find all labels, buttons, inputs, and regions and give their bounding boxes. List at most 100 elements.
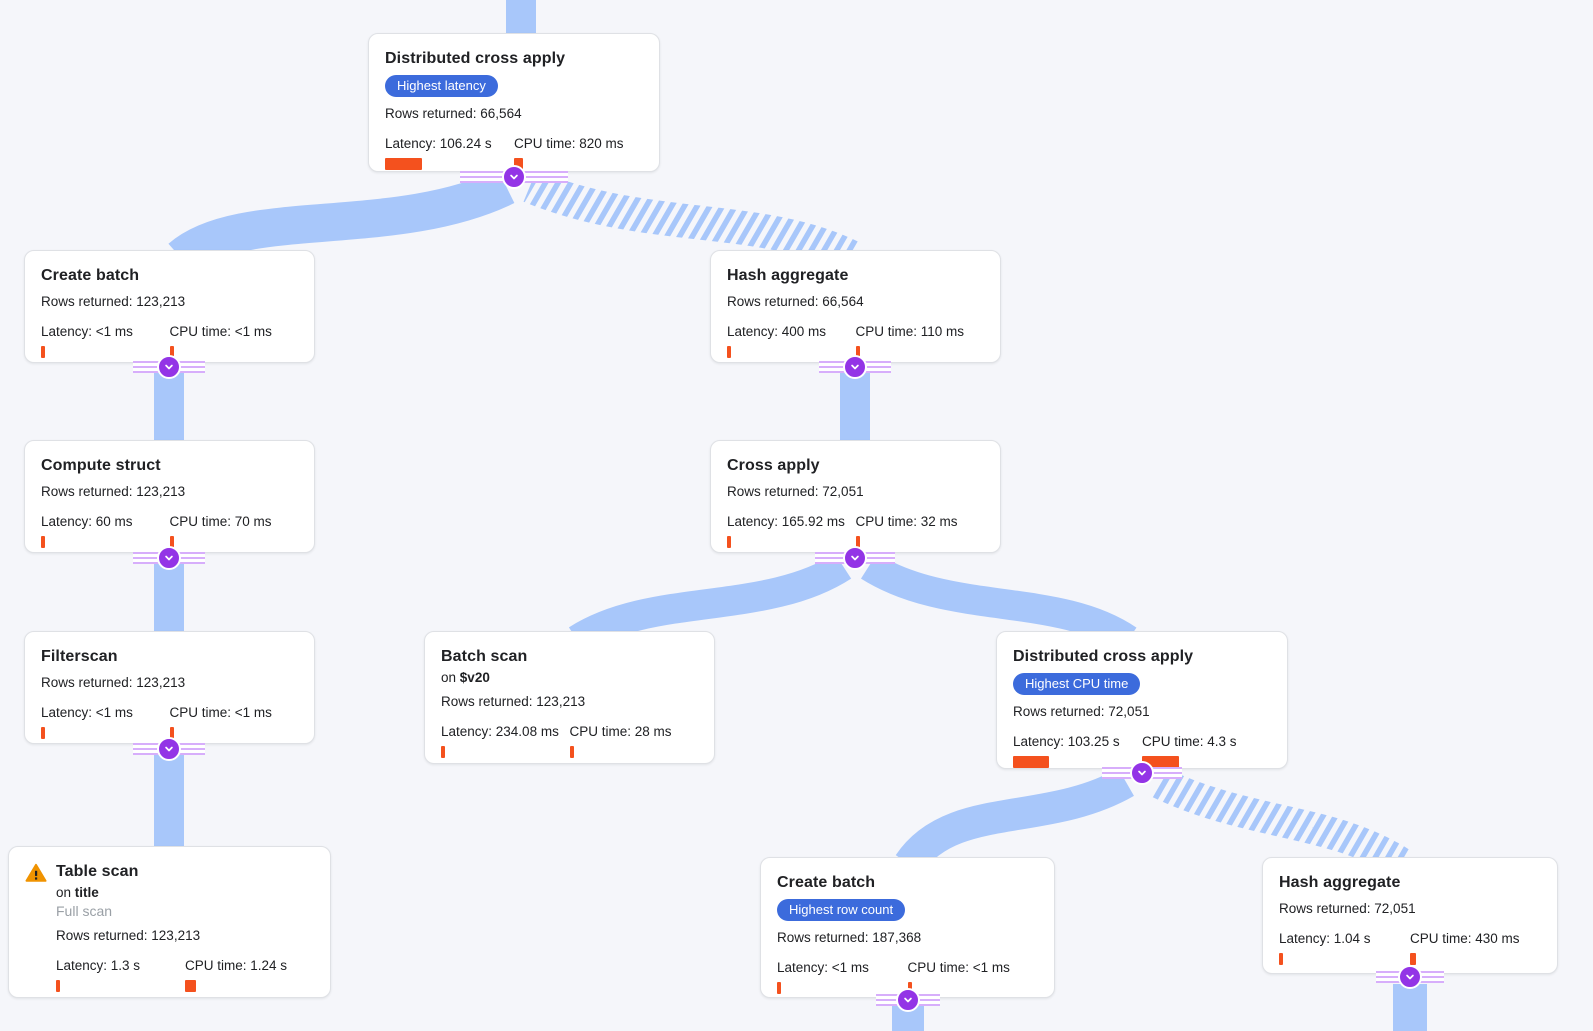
node-title: Batch scan (441, 648, 528, 665)
latency-label: Latency: 165.92 ms (727, 514, 845, 529)
node-body: Table scan on title Full scan Rows retur… (56, 861, 314, 992)
latency-label: Latency: 234.08 ms (441, 724, 559, 739)
cpu-metric: CPU time: <1 ms (169, 323, 299, 358)
chevron-down-icon[interactable] (502, 165, 526, 189)
node-metrics: Latency: 106.24 s CPU time: 820 ms (385, 135, 643, 170)
latency-label: Latency: <1 ms (41, 324, 133, 339)
cpu-time-bar (569, 746, 574, 758)
rows-returned: Rows returned: 123,213 (41, 294, 186, 309)
chevron-down-icon[interactable] (896, 988, 920, 1012)
connector-stripes-right (179, 743, 205, 755)
cpu-time-label: CPU time: 110 ms (855, 324, 965, 339)
expand-collapse-connector[interactable] (876, 988, 940, 1012)
chevron-down-icon[interactable] (157, 355, 181, 379)
latency-bar (1013, 756, 1049, 768)
latency-label: Latency: 60 ms (41, 514, 133, 529)
connector-stripes-right (918, 994, 940, 1006)
connector-stripes-left (815, 552, 845, 564)
expand-collapse-connector[interactable] (133, 355, 205, 379)
node-metrics: Latency: 1.04 s CPU time: 430 ms (1279, 930, 1541, 965)
latency-metric: Latency: 60 ms (41, 513, 170, 548)
chevron-down-icon[interactable] (1398, 965, 1422, 989)
cpu-time-label: CPU time: <1 ms (169, 324, 272, 339)
warning-icon (25, 861, 47, 992)
node-metrics: Latency: 60 ms CPU time: 70 ms (41, 513, 298, 548)
plan-node-create-batch-left[interactable]: Create batch Rows returned: 123,213 Late… (24, 250, 315, 363)
node-title: Compute struct (41, 457, 161, 474)
cpu-time-bar (169, 727, 174, 739)
plan-node-distributed-cross-apply-right[interactable]: Distributed cross apply Highest CPU time… (996, 631, 1288, 769)
cpu-time-bar (1410, 953, 1416, 965)
latency-metric: Latency: 106.24 s (385, 135, 514, 170)
chevron-down-icon[interactable] (843, 546, 867, 570)
cpu-time-bar (185, 980, 196, 992)
node-metrics: Latency: <1 ms CPU time: <1 ms (41, 704, 298, 739)
node-body: Create batch Highest row count Rows retu… (777, 872, 1038, 994)
plan-node-filterscan[interactable]: Filterscan Rows returned: 123,213 Latenc… (24, 631, 315, 744)
plan-node-table-scan[interactable]: Table scan on title Full scan Rows retur… (8, 846, 331, 998)
edge-distributed-cross-apply-right-to-hash-aggregate-bottom-striped (1150, 767, 1411, 878)
expand-collapse-connector[interactable] (460, 165, 568, 189)
expand-collapse-connector[interactable] (133, 737, 205, 761)
node-body: Hash aggregate Rows returned: 66,564 Lat… (727, 265, 984, 358)
node-note: Full scan (56, 903, 113, 919)
node-metrics: Latency: <1 ms CPU time: <1 ms (41, 323, 298, 358)
plan-node-hash-aggregate-bottom[interactable]: Hash aggregate Rows returned: 72,051 Lat… (1262, 857, 1558, 974)
node-title: Create batch (777, 874, 876, 891)
cpu-time-bar (514, 158, 523, 170)
plan-node-distributed-cross-apply-root[interactable]: Distributed cross apply Highest latency … (368, 33, 660, 172)
edge-cross-apply-to-batch-scan (568, 553, 852, 653)
latency-metric: Latency: <1 ms (41, 704, 170, 739)
connector-stripes-right (1420, 971, 1444, 983)
cpu-time-label: CPU time: <1 ms (169, 705, 272, 720)
cpu-time-label: CPU time: 4.3 s (1142, 734, 1237, 749)
rows-returned: Rows returned: 72,051 (727, 484, 864, 499)
expand-collapse-connector[interactable] (1376, 965, 1444, 989)
expand-collapse-connector[interactable] (133, 546, 205, 570)
node-title: Hash aggregate (727, 267, 849, 284)
latency-label: Latency: 1.3 s (56, 958, 141, 973)
chevron-down-icon[interactable] (157, 546, 181, 570)
node-body: Cross apply Rows returned: 72,051 Latenc… (727, 455, 984, 548)
node-metrics: Latency: 400 ms CPU time: 110 ms (727, 323, 984, 358)
plan-node-cross-apply[interactable]: Cross apply Rows returned: 72,051 Latenc… (710, 440, 1001, 553)
node-subtitle: on title (56, 885, 99, 900)
expand-collapse-connector[interactable] (819, 355, 891, 379)
chevron-down-icon[interactable] (1130, 761, 1154, 785)
chevron-down-icon[interactable] (843, 355, 867, 379)
cpu-metric: CPU time: 1.24 s (185, 957, 314, 992)
cpu-time-bar (855, 536, 860, 548)
latency-label: Latency: <1 ms (41, 705, 133, 720)
node-body: Batch scan on $v20 Rows returned: 123,21… (441, 646, 698, 758)
rows-returned: Rows returned: 123,213 (56, 928, 201, 943)
plan-node-batch-scan[interactable]: Batch scan on $v20 Rows returned: 123,21… (424, 631, 715, 764)
node-metrics: Latency: 165.92 ms CPU time: 32 ms (727, 513, 984, 548)
cpu-metric: CPU time: 32 ms (855, 513, 985, 548)
latency-bar (727, 346, 731, 358)
cpu-metric: CPU time: <1 ms (169, 704, 299, 739)
connector-stripes-right (179, 552, 205, 564)
node-body: Hash aggregate Rows returned: 72,051 Lat… (1279, 872, 1541, 965)
cpu-time-label: CPU time: 430 ms (1410, 931, 1520, 946)
connector-stripes-right (865, 552, 895, 564)
connector-stripes-right (179, 361, 205, 373)
expand-collapse-connector[interactable] (1102, 761, 1182, 785)
connector-stripes-left (876, 994, 898, 1006)
plan-node-create-batch-bottom[interactable]: Create batch Highest row count Rows retu… (760, 857, 1055, 998)
chevron-down-icon[interactable] (157, 737, 181, 761)
latency-bar (1279, 953, 1283, 965)
plan-node-compute-struct[interactable]: Compute struct Rows returned: 123,213 La… (24, 440, 315, 553)
latency-metric: Latency: 1.04 s (1279, 930, 1410, 965)
rows-returned: Rows returned: 123,213 (41, 484, 186, 499)
latency-bar (56, 980, 60, 992)
cpu-metric: CPU time: 70 ms (169, 513, 299, 548)
node-title: Distributed cross apply (385, 50, 566, 67)
rows-returned: Rows returned: 187,368 (777, 930, 922, 945)
expand-collapse-connector[interactable] (815, 546, 895, 570)
connector-stripes-right (865, 361, 891, 373)
plan-node-hash-aggregate-top[interactable]: Hash aggregate Rows returned: 66,564 Lat… (710, 250, 1001, 363)
latency-bar (41, 346, 45, 358)
cpu-time-bar (855, 346, 860, 358)
latency-bar (441, 746, 445, 758)
latency-metric: Latency: 1.3 s (56, 957, 185, 992)
